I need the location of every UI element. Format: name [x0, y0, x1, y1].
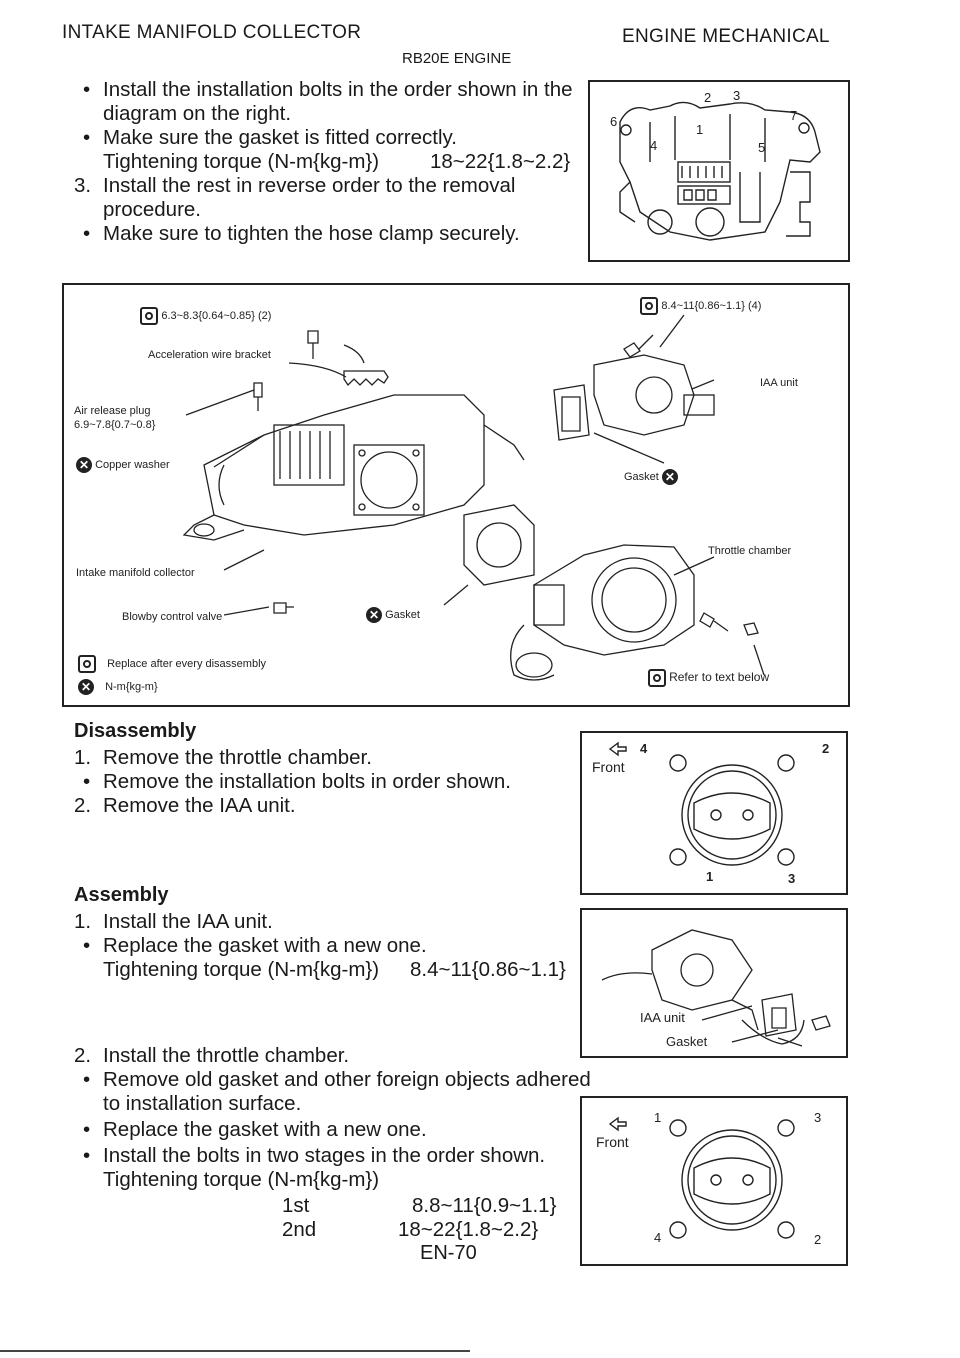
- throttle-flange-drawing: [608, 1116, 795, 1239]
- legend-replace: Replace after every disassembly: [78, 655, 266, 673]
- order-num-3: 3: [788, 871, 796, 886]
- bolt-num-1: 1: [696, 122, 704, 137]
- label-intake-collector: Intake manifold collector: [76, 567, 195, 579]
- label-blowby-valve: Blowby control valve: [122, 611, 223, 623]
- asm-step-1: Install the IAA unit.: [103, 910, 273, 933]
- step-number: 1.: [74, 746, 92, 769]
- label-throttle-chamber: Throttle chamber: [708, 545, 792, 557]
- engine-subtitle: RB20E ENGINE: [402, 50, 512, 67]
- legend-unit: ✕ N-m{kg-m}: [78, 679, 158, 695]
- label-acceleration-bracket: Acceleration wire bracket: [148, 349, 271, 361]
- bolt-num-7: 7: [790, 108, 798, 123]
- torque-wrench-icon: [648, 669, 666, 687]
- step-number: 2.: [74, 794, 92, 817]
- step-number: 2.: [74, 1044, 92, 1067]
- torque-callout-right: 8.4~11{0.86~1.1} (4): [640, 297, 761, 315]
- label-refer-below: Refer to text below: [648, 669, 769, 687]
- order-num-4: 4: [640, 741, 648, 756]
- dis-step-1: Remove the throttle chamber.: [103, 746, 372, 769]
- iaa-unit-drawing: [601, 929, 831, 1047]
- bolt-num-3: 3: [733, 88, 741, 103]
- label-iaa-unit: IAA unit: [760, 377, 798, 389]
- exploded-view-figure: 6.3~8.3{0.64~0.85} (2) 8.4~11{0.86~1.1} …: [62, 283, 850, 707]
- label-air-release-torque: 6.9~7.8{0.7~0.8}: [74, 419, 156, 431]
- section-title: INTAKE MANIFOLD COLLECTOR: [62, 22, 362, 43]
- label-gasket: Gasket: [666, 1034, 708, 1049]
- torque-wrench-icon: [140, 307, 158, 325]
- torque-label: Tightening torque (N-m{kg-m}): [103, 958, 380, 981]
- stage-1-value: 8.8~11{0.9~1.1}: [412, 1194, 557, 1217]
- intro-bullet-2: Make sure the gasket is fitted correctly…: [83, 126, 457, 150]
- label-iaa-unit: IAA unit: [640, 1010, 685, 1025]
- iaa-unit-figure: IAA unit Gasket: [580, 908, 848, 1058]
- throttle-flange-drawing: [608, 741, 795, 866]
- assembly-bolt-order-figure: Front 1 3 4 2: [580, 1096, 848, 1266]
- manifold-bolt-order-drawing: [619, 101, 821, 241]
- intro-bullet-1b: diagram on the right.: [103, 102, 292, 125]
- bottom-rule: [0, 1350, 470, 1352]
- asm-bullet-2a: Remove old gasket and other foreign obje…: [83, 1068, 591, 1092]
- replace-part-icon: ✕: [661, 469, 678, 485]
- torque-wrench-icon: [78, 655, 96, 673]
- label-copper-washer: ✕ Copper washer: [76, 457, 170, 473]
- disassembly-bolt-order-figure: Front 4 2 1 3: [580, 731, 848, 895]
- torque-label-2: Tightening torque (N-m{kg-m}): [103, 1168, 380, 1191]
- order-num-1: 1: [654, 1110, 662, 1125]
- torque-label: Tightening torque (N-m{kg-m}): [103, 150, 380, 173]
- order-num-4: 4: [654, 1230, 662, 1245]
- replace-part-icon: ✕: [366, 607, 382, 623]
- front-label: Front: [596, 1134, 629, 1150]
- bolt-num-6: 6: [610, 114, 618, 129]
- step-number: 1.: [74, 910, 92, 933]
- label-air-release-plug: Air release plug: [74, 405, 151, 417]
- page-number: EN-70: [420, 1242, 477, 1264]
- stage-2-label: 2nd: [282, 1218, 317, 1241]
- torque-value: 8.4~11{0.86~1.1}: [410, 958, 566, 981]
- dis-bullet-1: Remove the installation bolts in order s…: [83, 770, 511, 794]
- stage-1-label: 1st: [282, 1194, 310, 1217]
- torque-value: 18~22{1.8~2.2}: [430, 150, 571, 173]
- order-num-3: 3: [814, 1110, 822, 1125]
- front-label: Front: [592, 759, 625, 775]
- asm-bullet-3: Replace the gasket with a new one.: [83, 1118, 427, 1142]
- order-num-1: 1: [706, 869, 714, 884]
- intro-bullet-3: Make sure to tighten the hose clamp secu…: [83, 222, 520, 246]
- order-num-2: 2: [814, 1232, 822, 1247]
- torque-callout-left: 6.3~8.3{0.64~0.85} (2): [140, 307, 271, 325]
- exploded-view-drawing: [182, 314, 765, 681]
- replace-part-icon: ✕: [78, 679, 94, 695]
- torque-wrench-icon: [640, 297, 658, 315]
- asm-bullet-1: Replace the gasket with a new one.: [83, 934, 427, 958]
- step-3a: Install the rest in reverse order to the…: [103, 174, 516, 197]
- bolt-order-figure: 2 3 6 7 1 4 5: [588, 80, 850, 262]
- replace-part-icon: ✕: [76, 457, 92, 473]
- step-number: 3.: [74, 174, 92, 197]
- bolt-num-4: 4: [650, 138, 658, 153]
- disassembly-heading: Disassembly: [74, 720, 197, 742]
- bolt-num-2: 2: [704, 90, 712, 105]
- stage-2-value: 18~22{1.8~2.2}: [398, 1218, 539, 1241]
- chapter-title: ENGINE MECHANICAL: [622, 26, 830, 47]
- asm-step-2: Install the throttle chamber.: [103, 1044, 350, 1067]
- label-gasket-throttle: ✕ Gasket: [366, 607, 420, 623]
- asm-bullet-2b: to installation surface.: [103, 1092, 302, 1115]
- intro-bullet-1a: Install the installation bolts in the or…: [83, 78, 572, 102]
- step-3b: procedure.: [103, 198, 202, 221]
- asm-bullet-4: Install the bolts in two stages in the o…: [83, 1144, 545, 1168]
- assembly-heading: Assembly: [74, 884, 169, 906]
- label-gasket-iaa: Gasket ✕: [624, 469, 678, 485]
- order-num-2: 2: [822, 741, 830, 756]
- bolt-num-5: 5: [758, 140, 766, 155]
- dis-step-2: Remove the IAA unit.: [103, 794, 296, 817]
